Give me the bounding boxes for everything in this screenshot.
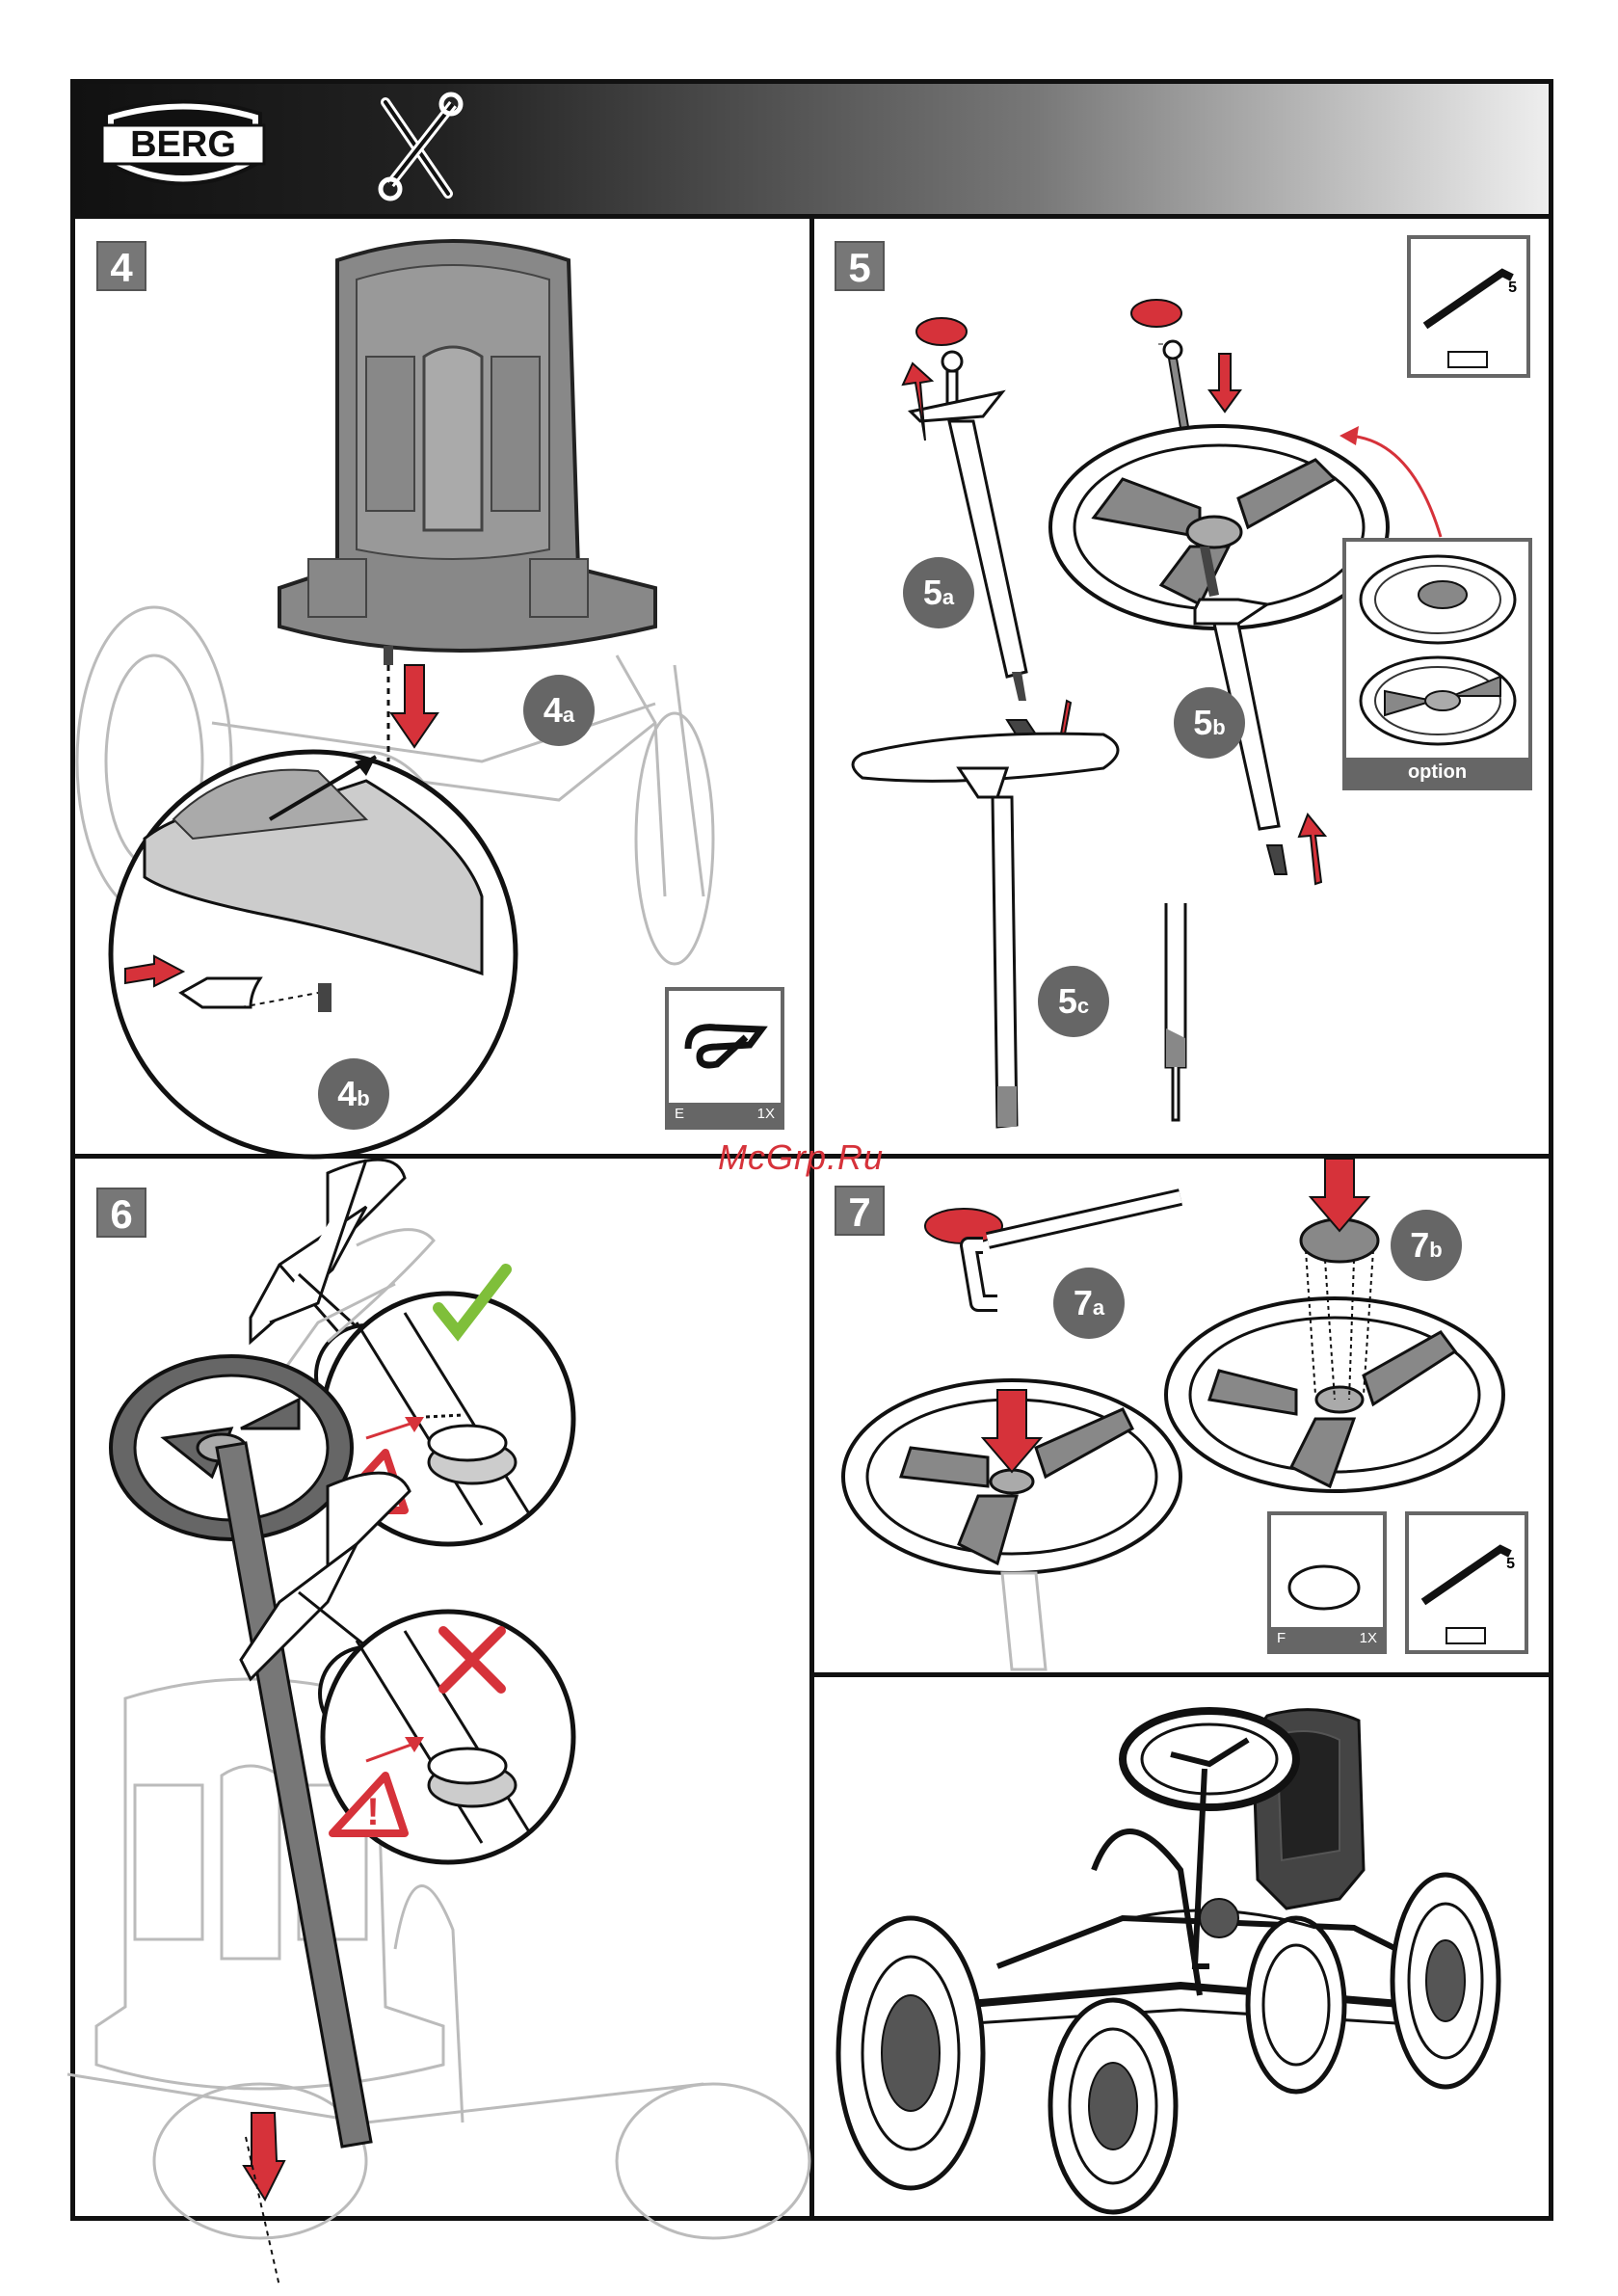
svg-text:!: ! bbox=[366, 1791, 379, 1833]
assembled-kart-illustration bbox=[814, 1677, 1547, 2217]
step-4a-label: 4a bbox=[523, 675, 595, 746]
berg-logo: BERG bbox=[96, 94, 270, 199]
step-6-illustration: ! ! bbox=[77, 1159, 809, 2219]
step-7a-label: 7a bbox=[1053, 1268, 1125, 1339]
tool-hex-key-box-7: 5 bbox=[1405, 1511, 1528, 1654]
hex-key-icon bbox=[1409, 1515, 1525, 1631]
toolbox-icon bbox=[1447, 351, 1488, 368]
toolbox-icon bbox=[1446, 1627, 1486, 1644]
step-5b-label: 5b bbox=[1174, 687, 1245, 759]
option-box: option bbox=[1342, 538, 1532, 790]
option-wheel-illustration bbox=[1346, 542, 1529, 763]
tool-hex-key-box: 5 bbox=[1407, 235, 1530, 378]
step-7b-label: 7b bbox=[1391, 1210, 1462, 1281]
header-bar bbox=[75, 84, 1549, 219]
step-4b-label: 4b bbox=[318, 1058, 389, 1130]
tools-icon bbox=[376, 93, 463, 203]
tool-size: 5 bbox=[1508, 280, 1517, 297]
pin-icon bbox=[669, 991, 781, 1097]
cap-icon bbox=[1271, 1515, 1383, 1621]
step-5a-label: 5a bbox=[903, 557, 974, 628]
step-5c-label: 5c bbox=[1038, 966, 1109, 1037]
tool-size: 5 bbox=[1506, 1556, 1515, 1573]
hex-key-icon bbox=[1411, 239, 1526, 355]
brand-name: BERG bbox=[130, 124, 236, 165]
option-label: option bbox=[1346, 758, 1528, 787]
